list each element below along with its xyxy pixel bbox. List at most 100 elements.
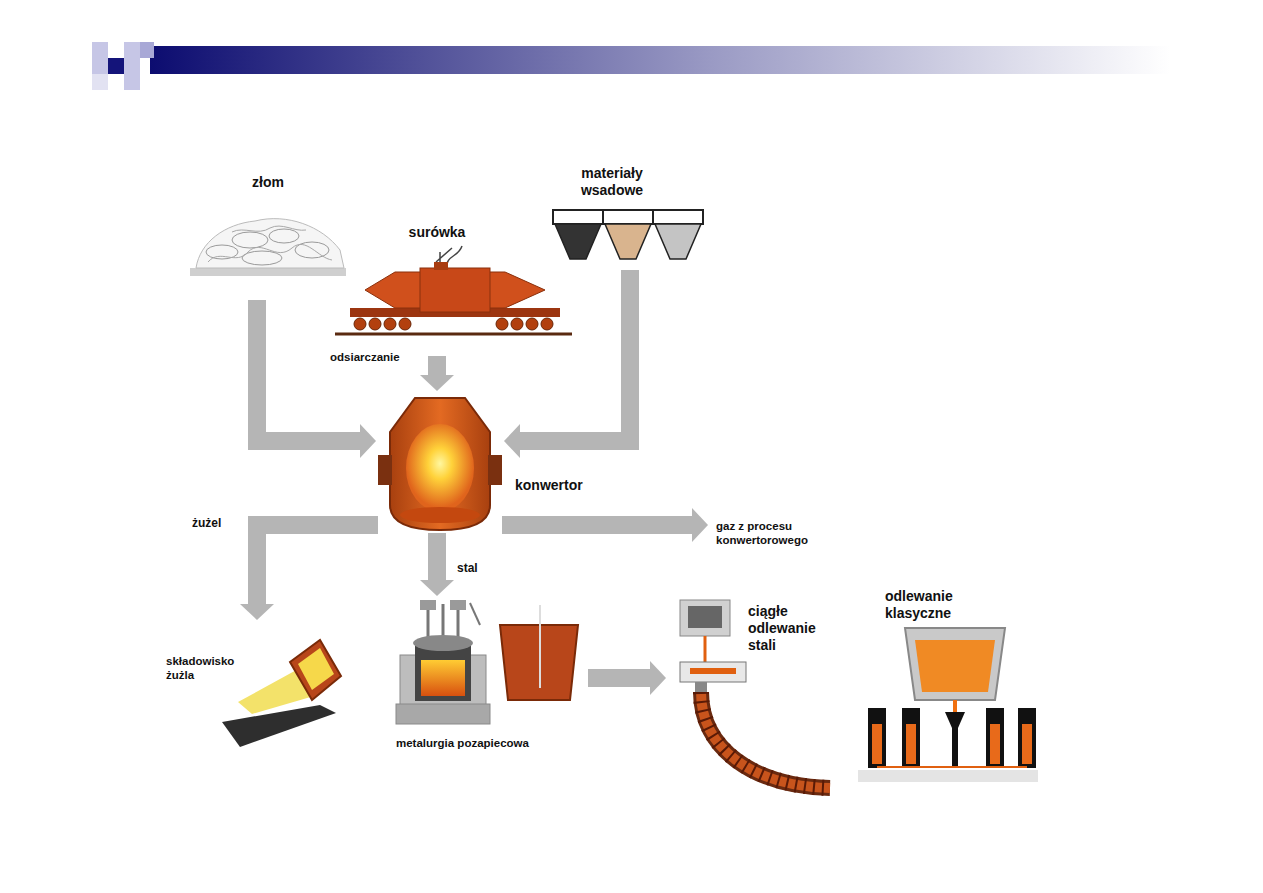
torpedo-car xyxy=(335,246,572,334)
arrow-head xyxy=(420,375,454,391)
flow-arrow xyxy=(420,356,454,391)
torpedo-car-part-part xyxy=(496,318,508,330)
process-note: odsiarczanie xyxy=(328,351,402,365)
arrow-shaft xyxy=(257,525,378,605)
process-node: materiały wsadowe xyxy=(552,208,705,264)
node-label: konwertor xyxy=(515,477,583,494)
ingot-casting xyxy=(858,628,1038,782)
arrow-head xyxy=(420,580,454,596)
continuous-caster-part xyxy=(704,636,707,662)
process-node: konwertor xyxy=(378,393,502,533)
ingot-casting-part xyxy=(905,628,1005,700)
scrap-pile-part xyxy=(208,244,332,262)
banner-part xyxy=(124,42,140,58)
secondary-metallurgy-station-part xyxy=(396,704,490,724)
torpedo-car-part-part xyxy=(511,318,523,330)
process-node: surówka xyxy=(335,245,572,338)
continuous-caster-part xyxy=(701,692,830,788)
banner-part xyxy=(140,42,154,58)
continuous-caster-part xyxy=(680,600,730,636)
secondary-metallurgy-station-part xyxy=(415,645,471,701)
ingot-casting-part-part xyxy=(868,708,886,768)
scrap-pile-part xyxy=(232,232,268,248)
node-label: składowisko żużla xyxy=(166,655,246,683)
secondary-metallurgy-station-part xyxy=(420,600,436,610)
converter-part xyxy=(390,398,490,530)
node-label: materiały wsadowe xyxy=(566,165,658,199)
torpedo-car-part xyxy=(420,268,490,312)
flow-arrow xyxy=(257,300,376,458)
secondary-metallurgy-station-part xyxy=(539,605,541,688)
converter-part xyxy=(488,455,502,485)
scrap-pile-part xyxy=(242,251,282,265)
charge-hoppers-part xyxy=(655,224,701,259)
ingot-casting-part-part xyxy=(1022,724,1032,764)
continuous-caster-part xyxy=(701,692,830,788)
ingot-casting-part-part xyxy=(906,724,916,764)
continuous-caster-part xyxy=(688,606,722,628)
flow-arrow xyxy=(504,270,630,458)
arrow-head xyxy=(650,661,666,695)
ingot-casting-part-part xyxy=(872,724,882,764)
continuous-caster-part xyxy=(690,668,736,674)
flow-arrow xyxy=(240,525,378,620)
process-node: złom xyxy=(188,204,348,280)
banner-part xyxy=(108,58,124,74)
converter xyxy=(378,398,502,530)
flow-arrow xyxy=(588,661,666,695)
secondary-metallurgy-station-part xyxy=(413,635,473,651)
secondary-metallurgy-station-part xyxy=(470,603,480,625)
torpedo-car-part-part xyxy=(541,318,553,330)
banner-part xyxy=(124,58,140,74)
converter-part xyxy=(400,507,480,523)
process-node: gaz z procesu konwertorowego xyxy=(712,517,830,551)
flow-arrow xyxy=(502,508,708,542)
arrow-head xyxy=(692,508,708,542)
node-label: złom xyxy=(252,174,284,191)
node-label: metalurgia pozapiecowa xyxy=(396,737,529,751)
secondary-metallurgy-station-part xyxy=(450,600,466,610)
charge-hoppers-part xyxy=(605,224,651,259)
ingot-casting-part-part xyxy=(1018,708,1036,768)
slag-dump-part xyxy=(298,648,334,690)
ingot-casting-part xyxy=(868,708,1036,768)
ingot-casting-part-part xyxy=(990,724,1000,764)
banner-part xyxy=(124,74,140,90)
torpedo-car-part xyxy=(354,318,553,330)
charge-hoppers-part xyxy=(602,210,604,224)
scrap-pile-part xyxy=(206,245,238,259)
flow-label: stal xyxy=(455,561,480,575)
ingot-casting-part-part xyxy=(902,708,920,768)
banner-part xyxy=(150,46,1170,74)
continuous-caster-part xyxy=(680,662,746,682)
banner-part xyxy=(92,74,108,90)
process-node: ciągłe odlewanie stali xyxy=(668,598,833,798)
flow-label: żużel xyxy=(190,516,223,530)
arrow-shaft xyxy=(428,533,446,581)
ingot-casting-part xyxy=(877,766,1027,768)
arrow-head xyxy=(360,424,376,458)
arrow-shaft xyxy=(519,270,630,441)
node-label: gaz z procesu konwertorowego xyxy=(716,520,826,548)
charge-hoppers-part xyxy=(652,210,654,224)
process-node: składowisko żużla xyxy=(222,638,340,748)
process-node: metalurgia pozapiecowa xyxy=(393,598,578,728)
charge-hoppers-part xyxy=(555,224,601,259)
arrow-shaft xyxy=(257,300,361,441)
torpedo-car-part xyxy=(335,333,572,336)
process-node: odlewanie klasyczne xyxy=(858,628,1038,783)
torpedo-car-part-part xyxy=(354,318,366,330)
flow-arrow xyxy=(420,533,454,596)
arrow-head xyxy=(240,604,274,620)
scrap-pile-part xyxy=(190,268,346,276)
ingot-casting-part xyxy=(945,712,965,766)
banner-part xyxy=(92,58,108,74)
banner xyxy=(92,42,1170,90)
converter-part xyxy=(378,455,392,485)
scrap-pile-part xyxy=(269,229,299,243)
converter-part xyxy=(406,424,474,512)
slag-dump-part xyxy=(290,640,341,700)
slag-dump xyxy=(222,640,341,747)
